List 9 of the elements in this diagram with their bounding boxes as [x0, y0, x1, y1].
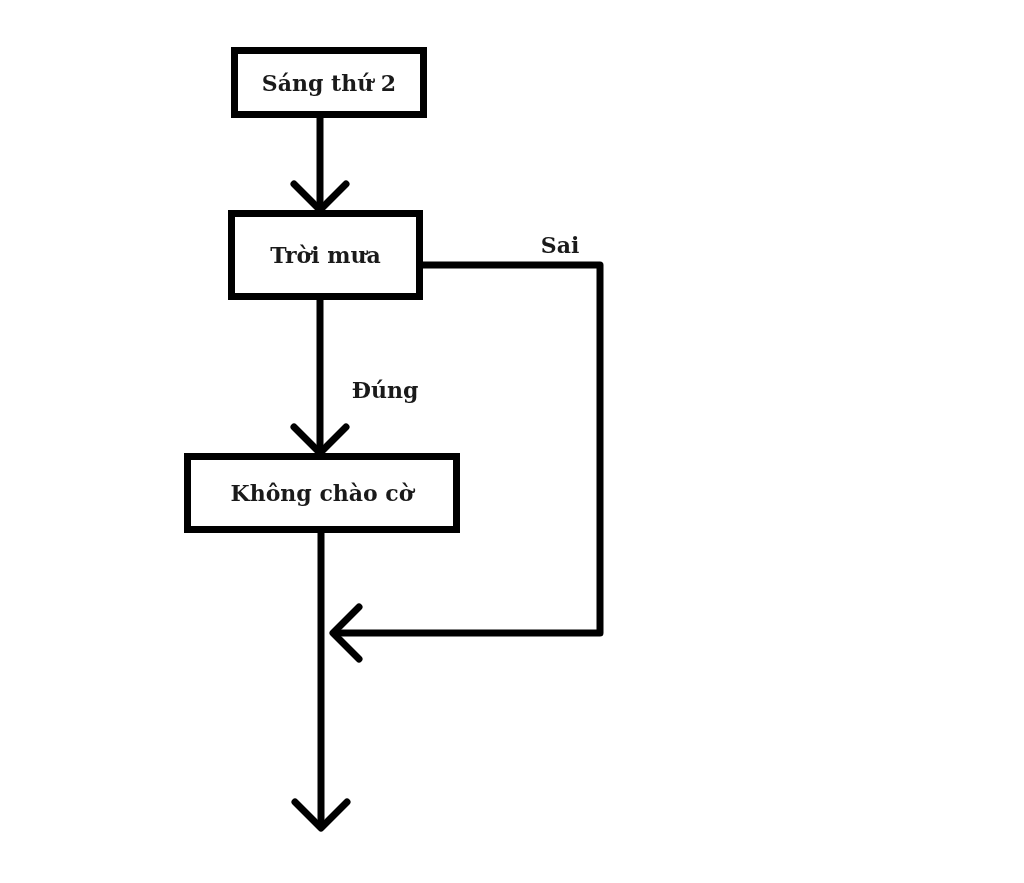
box-text: Trời mưa	[270, 242, 381, 268]
arrow	[291, 533, 351, 832]
edge-label: Đúng	[349, 377, 421, 403]
process-box	[231, 47, 427, 118]
box-text: Sáng thứ 2	[261, 69, 397, 96]
process-box	[228, 210, 423, 300]
process-box	[184, 453, 460, 533]
box-text: Không chào cờ	[230, 480, 414, 506]
arrow	[329, 261, 604, 663]
